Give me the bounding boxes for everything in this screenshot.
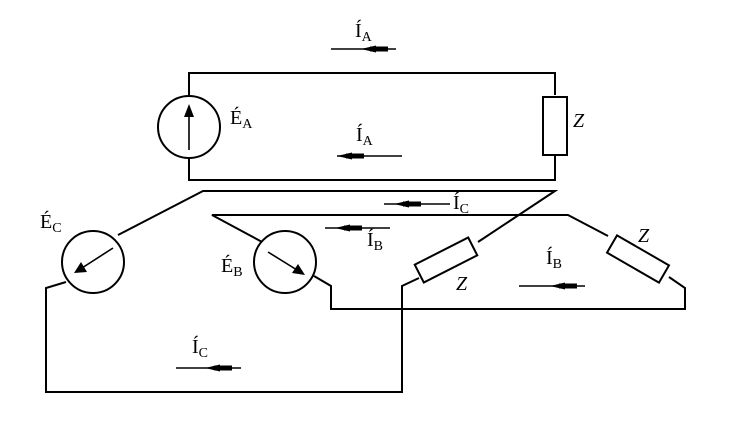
- phase-c-wire-lower: [45, 277, 420, 393]
- label-ia-mid: ÍA: [356, 123, 374, 149]
- label-ia-top: ÍA: [355, 19, 373, 45]
- label-ic-bottom: ÍC: [192, 335, 208, 361]
- label-eb: ÉB: [221, 254, 243, 280]
- label-ea: ÉA: [230, 106, 253, 132]
- phase-b-path: [211, 214, 686, 310]
- label-ib-mid: ÍB: [367, 228, 383, 254]
- current-arrow-ib-right: [519, 282, 585, 290]
- impedance-z-b: [605, 233, 671, 285]
- label-ib-right: ÍB: [546, 246, 562, 272]
- impedance-z-c: [413, 236, 479, 284]
- source-ec: [61, 230, 125, 294]
- current-arrow-ic-bottom: [176, 364, 241, 372]
- impedance-z-a: [542, 96, 568, 156]
- label-ec: ÉC: [40, 210, 62, 236]
- label-z-b: Z: [638, 225, 650, 247]
- source-ec-arrow: [74, 247, 114, 273]
- current-arrow-ia-top: [331, 45, 396, 53]
- phase-c-wire-upper: [117, 190, 559, 243]
- label-ic-upper: ÍC: [453, 191, 469, 217]
- current-arrow-ib-mid: [325, 224, 390, 232]
- current-arrow-ic-upper: [384, 200, 450, 208]
- phase-c-path: [45, 190, 559, 393]
- phase-a-wire: [188, 72, 556, 181]
- source-ea-arrow: [184, 104, 194, 150]
- current-arrow-ia-mid: [337, 152, 402, 160]
- source-eb-arrow: [267, 251, 305, 275]
- label-z-a: Z: [573, 110, 585, 132]
- label-z-c: Z: [456, 273, 468, 295]
- phase-b-wire: [211, 214, 686, 310]
- phase-a-loop: [157, 72, 568, 181]
